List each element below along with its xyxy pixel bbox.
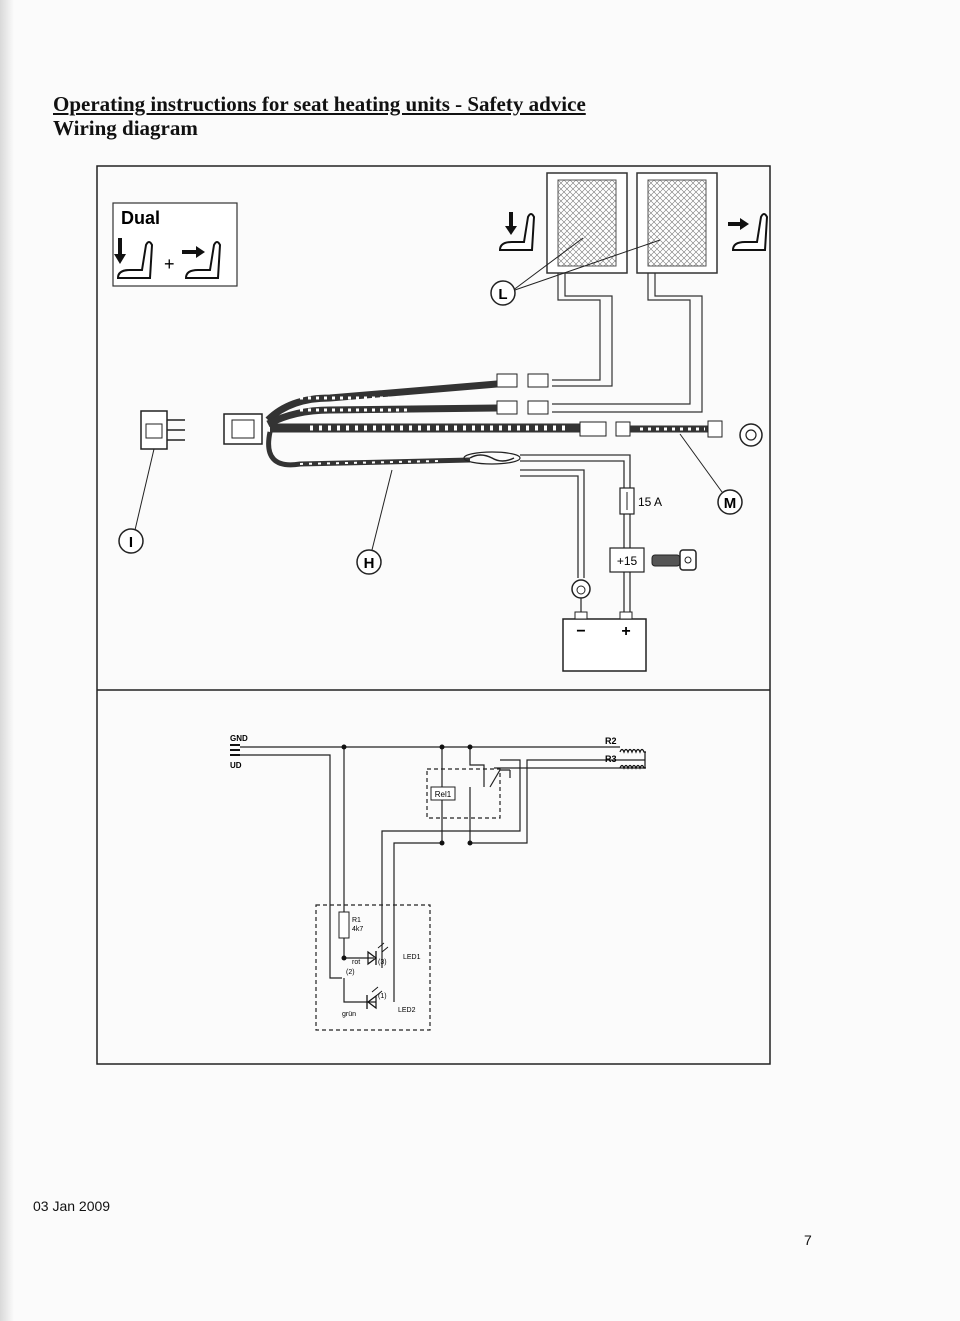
ground-eyelet — [571, 579, 591, 612]
grun-label: grün — [342, 1011, 356, 1018]
fuse-label: 15 A — [638, 495, 662, 509]
callout-H: H — [356, 469, 393, 575]
led1-label: LED1 — [403, 954, 421, 961]
wiring-harness — [265, 380, 723, 468]
page-number: 7 — [804, 1232, 812, 1248]
diagram-frame — [96, 165, 771, 1065]
page-header: Operating instructions for seat heating … — [53, 92, 586, 140]
led2-label: LED2 — [398, 1007, 416, 1014]
pin2-label: (2) — [346, 969, 355, 976]
circuit-schematic: GND UD R2 R3 — [230, 734, 646, 1031]
r1-label: R1 — [352, 917, 361, 924]
rocker-switch — [739, 423, 763, 447]
dual-mode-box: Dual + — [112, 202, 238, 287]
callout-I-label: I — [129, 534, 133, 551]
power-wires — [520, 454, 631, 612]
page-title: Operating instructions for seat heating … — [53, 92, 586, 116]
fuse: 15 A — [619, 487, 662, 515]
seat-cushion-icon — [114, 238, 154, 279]
plus-sign: + — [164, 254, 175, 274]
dual-label: Dual — [121, 208, 160, 228]
callout-L: L — [490, 237, 661, 306]
ignition-label: +15 — [617, 554, 638, 568]
ignition-terminal: +15 — [609, 547, 645, 573]
r1-value-label: 4k7 — [352, 926, 363, 933]
relay-label: Rel1 — [435, 790, 452, 799]
gnd-label: GND — [230, 734, 248, 743]
battery-minus-label: − — [576, 623, 585, 640]
heating-mat-seat — [546, 172, 628, 274]
callout-L-label: L — [498, 286, 507, 303]
callout-M: M — [679, 433, 743, 515]
control-unit-connector — [223, 413, 263, 445]
rot-label: rot — [352, 959, 360, 966]
r2-label: R2 — [605, 736, 617, 746]
mat-lead-wires — [552, 273, 703, 413]
callout-I: I — [118, 448, 155, 554]
control-unit-socket — [140, 410, 185, 450]
callout-M-label: M — [724, 495, 737, 512]
seat-backrest-icon — [182, 241, 222, 279]
ignition-key-icon — [651, 549, 697, 571]
mat-connectors — [496, 373, 549, 415]
callout-H-label: H — [364, 555, 375, 572]
footer-date: 03 Jan 2009 — [33, 1198, 111, 1214]
page-subtitle: Wiring diagram — [53, 116, 198, 140]
heating-mat-backrest — [636, 172, 718, 274]
battery: − + — [562, 611, 647, 672]
seat-backrest-icon — [728, 213, 769, 251]
page-edge-shadow — [0, 0, 14, 1321]
pin1-label: (1) — [378, 993, 387, 1000]
r3-label: R3 — [605, 754, 617, 764]
battery-plus-label: + — [621, 623, 630, 640]
pin3-label: (3) — [378, 959, 387, 966]
seat-cushion-icon — [498, 212, 536, 251]
ud-label: UD — [230, 761, 242, 770]
